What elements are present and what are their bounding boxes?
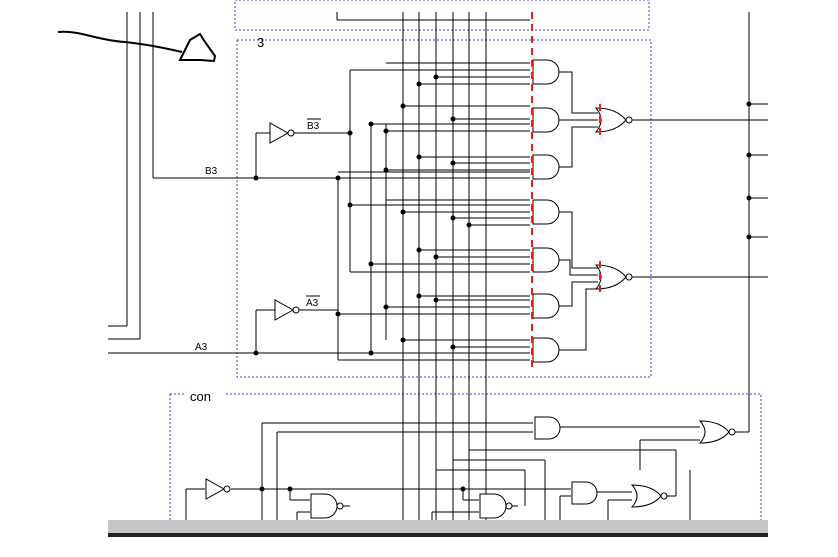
and-gate-6	[532, 293, 560, 319]
control-nor-gate-bottom	[630, 484, 668, 508]
and-gate-2	[532, 107, 560, 133]
and-gate-7	[532, 337, 560, 363]
hand-drawn-arrow-annotation	[57, 30, 217, 63]
b3-input-label: B3	[205, 166, 218, 177]
a3-input-label: A3	[195, 342, 208, 353]
block-3-border	[236, 39, 652, 378]
inverter-a3	[255, 299, 338, 353]
nor-gate-upper	[594, 107, 768, 133]
nor-gate-lower	[594, 264, 768, 290]
block-control-label: con	[190, 389, 211, 404]
control-nand-gate-middle	[479, 493, 513, 519]
and-gate-5	[532, 247, 560, 273]
horizontal-scrollbar[interactable]	[108, 520, 768, 533]
control-nand-gate-left	[310, 493, 344, 519]
a3-inverted-label: A3	[306, 298, 319, 309]
block-3-label: 3	[257, 35, 264, 50]
and-gate-1	[532, 59, 560, 85]
and-gate-input-wires	[338, 62, 530, 354]
control-and-gate-top	[534, 416, 561, 440]
and-gate-4	[532, 199, 560, 225]
control-inverter	[205, 478, 231, 500]
control-and-gate-middle	[571, 481, 598, 505]
block-upper-border	[234, 0, 650, 31]
block-control-border	[169, 393, 762, 525]
scrollbar-bottom-edge	[108, 533, 768, 537]
control-nor-gate-top	[698, 420, 736, 444]
wire-junction-dots	[253, 74, 752, 492]
and-to-or-wires	[559, 71, 598, 351]
and-gate-3	[532, 154, 560, 180]
vertical-signal-wires	[336, 12, 530, 524]
right-output-bus	[748, 12, 768, 432]
control-block-wires	[185, 422, 749, 524]
b3-inverted-label: B3	[307, 121, 320, 132]
inverter-b3	[255, 122, 350, 178]
